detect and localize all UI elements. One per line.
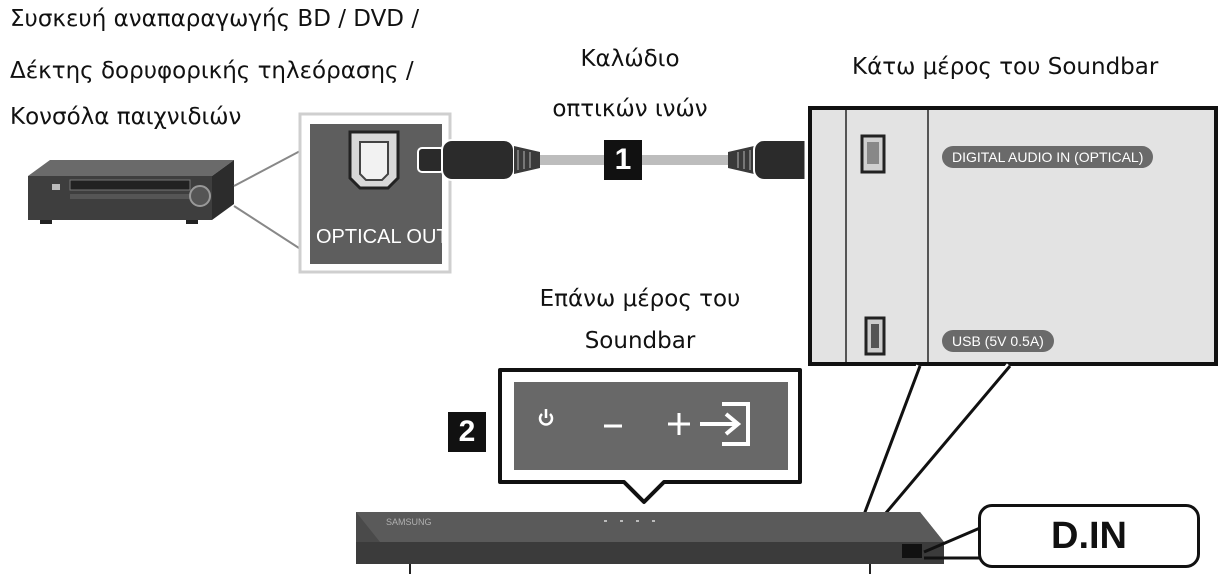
usb-label: USB (5V 0.5A)	[942, 330, 1054, 352]
display-readout-din: D.IN	[978, 504, 1200, 568]
soundbar-bottom-label: Κάτω μέρος του Soundbar	[852, 54, 1159, 80]
digital-audio-in-label: DIGITAL AUDIO IN (OPTICAL)	[942, 146, 1154, 168]
cable-label-line2: οπτικών ινών	[552, 96, 708, 122]
soundbar-brand: SAMSUNG	[386, 517, 432, 527]
soundbar	[356, 512, 944, 574]
step-2-badge: 2	[448, 412, 486, 452]
soundbar-top-label-line2: Soundbar	[584, 328, 696, 354]
digital-audio-in-port	[860, 134, 886, 174]
optical-out-panel	[298, 112, 452, 274]
usb-port	[864, 316, 886, 356]
optical-out-label: OPTICAL OUT	[316, 226, 449, 248]
source-device-label-line2: Δέκτης δορυφορικής τηλεόρασης /	[10, 58, 414, 84]
soundbar-top-panel	[498, 368, 802, 504]
display-window	[902, 544, 922, 558]
soundbar-bottom-panel	[804, 102, 1222, 368]
source-device-player	[28, 160, 234, 224]
plus-icon	[668, 413, 690, 435]
optical-out-port	[348, 130, 400, 190]
step-1-badge: 1	[604, 140, 642, 180]
source-device-label-line1: Συσκευή αναπαραγωγής BD / DVD /	[10, 6, 420, 32]
source-device-label-line3: Κονσόλα παιχνιδιών	[10, 104, 242, 130]
source-input-icon	[700, 402, 750, 446]
cable-label-line1: Καλώδιο	[580, 46, 680, 72]
soundbar-top-label-line1: Επάνω μέρος του	[539, 286, 741, 312]
power-icon	[538, 409, 554, 426]
